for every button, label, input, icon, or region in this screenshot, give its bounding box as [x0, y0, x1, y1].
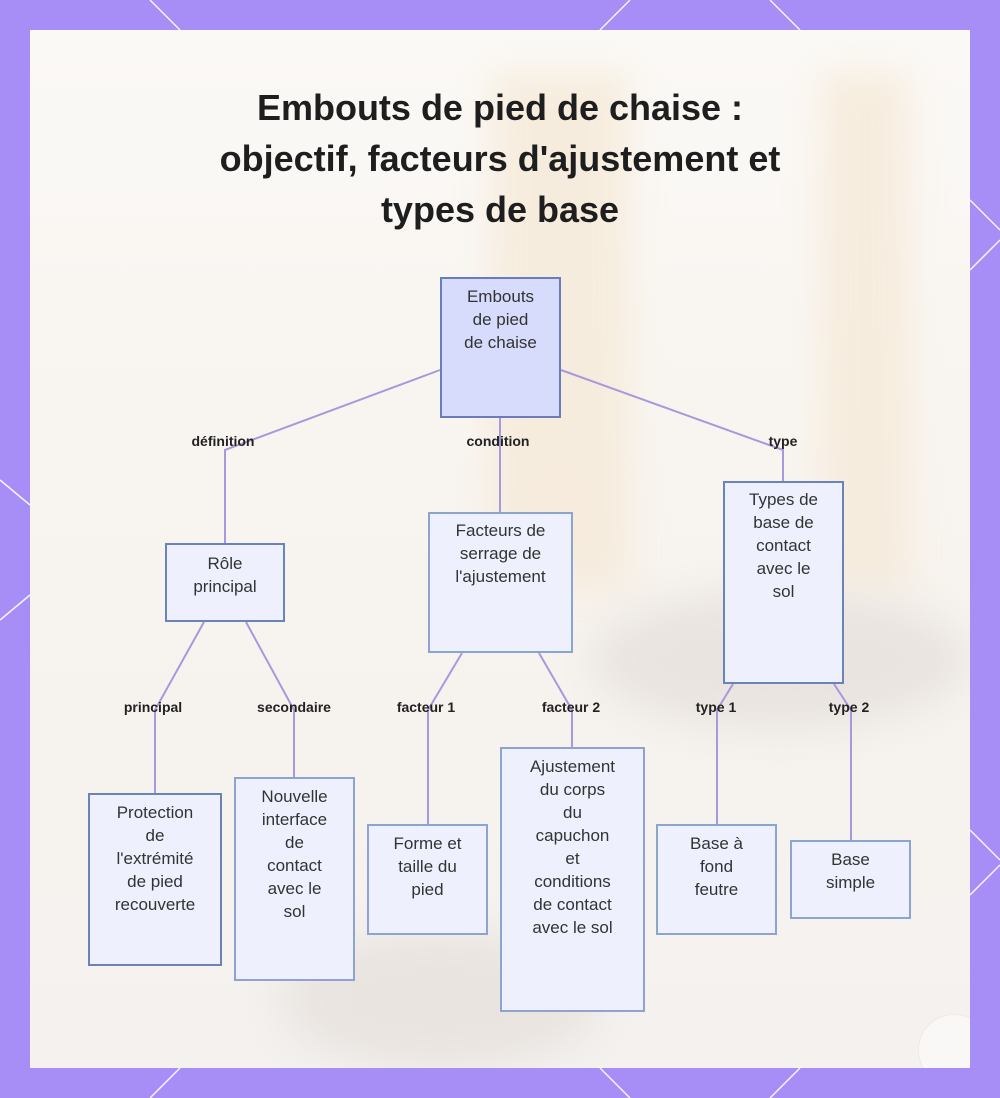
node-ajustement-corps: Ajustement du corps du capuchon et condi…	[500, 747, 645, 1012]
edge-label-principal: principal	[123, 699, 183, 715]
edge-type2	[833, 683, 852, 840]
node-root: Embouts de pied de chaise	[440, 277, 561, 418]
edge-definition	[224, 369, 441, 543]
node-types-base: Types de base de contact avec le sol	[723, 481, 844, 684]
edge-label-facteur-1: facteur 1	[396, 699, 456, 715]
edge-label-type: type	[768, 433, 798, 449]
node-role-principal: Rôle principal	[165, 543, 285, 622]
edge-principal	[154, 621, 205, 793]
edge-label-facteur-2: facteur 2	[541, 699, 601, 715]
edge-facteur1	[427, 652, 463, 824]
edge-label-secondaire: secondaire	[257, 699, 331, 715]
edge-type	[560, 369, 784, 481]
node-nouvelle-interface: Nouvelle interface de contact avec le so…	[234, 777, 355, 981]
title-line-2: objectif, facteurs d'ajustement et	[219, 138, 781, 179]
edge-type1	[716, 683, 734, 824]
node-protection: Protection de l'extrémité de pied recouv…	[88, 793, 222, 966]
node-base-fond-feutre: Base à fond feutre	[656, 824, 777, 935]
edge-label-type-1: type 1	[695, 699, 737, 715]
edge-label-condition: condition	[466, 433, 530, 449]
edge-secondaire	[245, 621, 295, 777]
edge-label-type-2: type 2	[828, 699, 870, 715]
title-line-1: Embouts de pied de chaise :	[256, 87, 744, 128]
edge-facteur2	[538, 652, 573, 747]
node-facteurs-serrage: Facteurs de serrage de l'ajustement	[428, 512, 573, 653]
title-line-3: types de base	[380, 189, 620, 230]
node-base-simple: Base simple	[790, 840, 911, 919]
node-forme-taille: Forme et taille du pied	[367, 824, 488, 935]
page-title: Embouts de pied de chaise : objectif, fa…	[0, 82, 1000, 235]
edge-label-definition: définition	[191, 433, 255, 449]
